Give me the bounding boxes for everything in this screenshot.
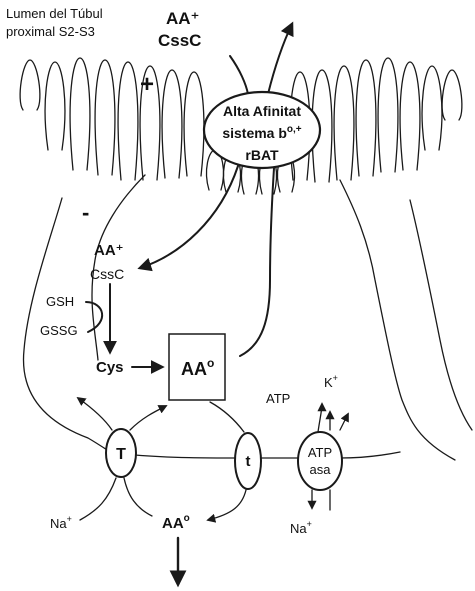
line-aa0-box-to-small-t	[210, 402, 244, 432]
microvillus	[400, 62, 420, 170]
gsh-label: GSH	[46, 294, 74, 309]
microvillus	[334, 66, 354, 180]
transporter-line3: rBAT	[245, 147, 279, 163]
intracellular-cssc: CssC	[90, 266, 124, 282]
gssg-label: GSSG	[40, 323, 78, 338]
basolateral-membrane	[135, 455, 238, 458]
microvillus	[45, 62, 65, 150]
carrier-t-label: t	[246, 453, 251, 470]
arrow-na-into-t	[80, 478, 116, 520]
atpase-pump	[298, 432, 342, 490]
transporter-line1: Alta Afinitat	[223, 103, 301, 119]
charge-minus: -	[82, 200, 89, 225]
line-aa0-to-transporter	[240, 168, 274, 356]
microvillus	[162, 70, 182, 178]
arrow-k-into-cell	[340, 414, 348, 430]
arrow-t-to-aa0-box	[130, 406, 166, 430]
apical-aa-plus: AA⁺	[166, 9, 200, 28]
right-cell-boundary	[340, 180, 455, 460]
lumen-label-line2: proximal S2-S3	[6, 24, 95, 39]
na-left-label: Na+	[50, 514, 72, 531]
microvillus	[422, 66, 442, 150]
microvillus	[95, 60, 115, 175]
atpase-line2: asa	[310, 462, 332, 477]
microvillus	[118, 62, 138, 180]
arrow-t-outflow	[124, 478, 152, 516]
cell-outlines	[24, 175, 472, 460]
apical-cssc: CssC	[158, 31, 201, 50]
microvillus	[70, 58, 90, 170]
right-inner-wall	[410, 200, 472, 430]
atp-label: ATP	[266, 391, 290, 406]
arrow-transporter-to-lumen	[268, 24, 292, 94]
basolateral-membrane-3	[340, 452, 400, 458]
lumen-label-line1: Lumen del Túbul	[6, 6, 103, 21]
arrow-t-to-cytosol-left	[78, 398, 112, 430]
intracellular-aa-plus: AA⁺	[94, 242, 124, 259]
arrow-atpase-k-in	[318, 404, 322, 432]
k-label: K+	[324, 373, 338, 390]
arrow-small-t-to-aa0-out	[208, 490, 246, 520]
microvillus	[184, 72, 204, 176]
microvillus	[378, 58, 398, 172]
charge-plus: +	[140, 71, 154, 98]
cys-label: Cys	[96, 359, 124, 376]
atpase-line1: ATP	[308, 445, 332, 460]
microvillus	[356, 60, 376, 176]
arrow-lumen-into-transporter	[230, 56, 248, 94]
aa0-out-label: AAo	[162, 513, 190, 532]
microvillus	[442, 70, 462, 120]
redox-coupling-arc	[86, 302, 102, 332]
carrier-T-label: T	[116, 446, 126, 463]
microvillus	[20, 60, 40, 110]
na-right-label: Na+	[290, 519, 312, 536]
